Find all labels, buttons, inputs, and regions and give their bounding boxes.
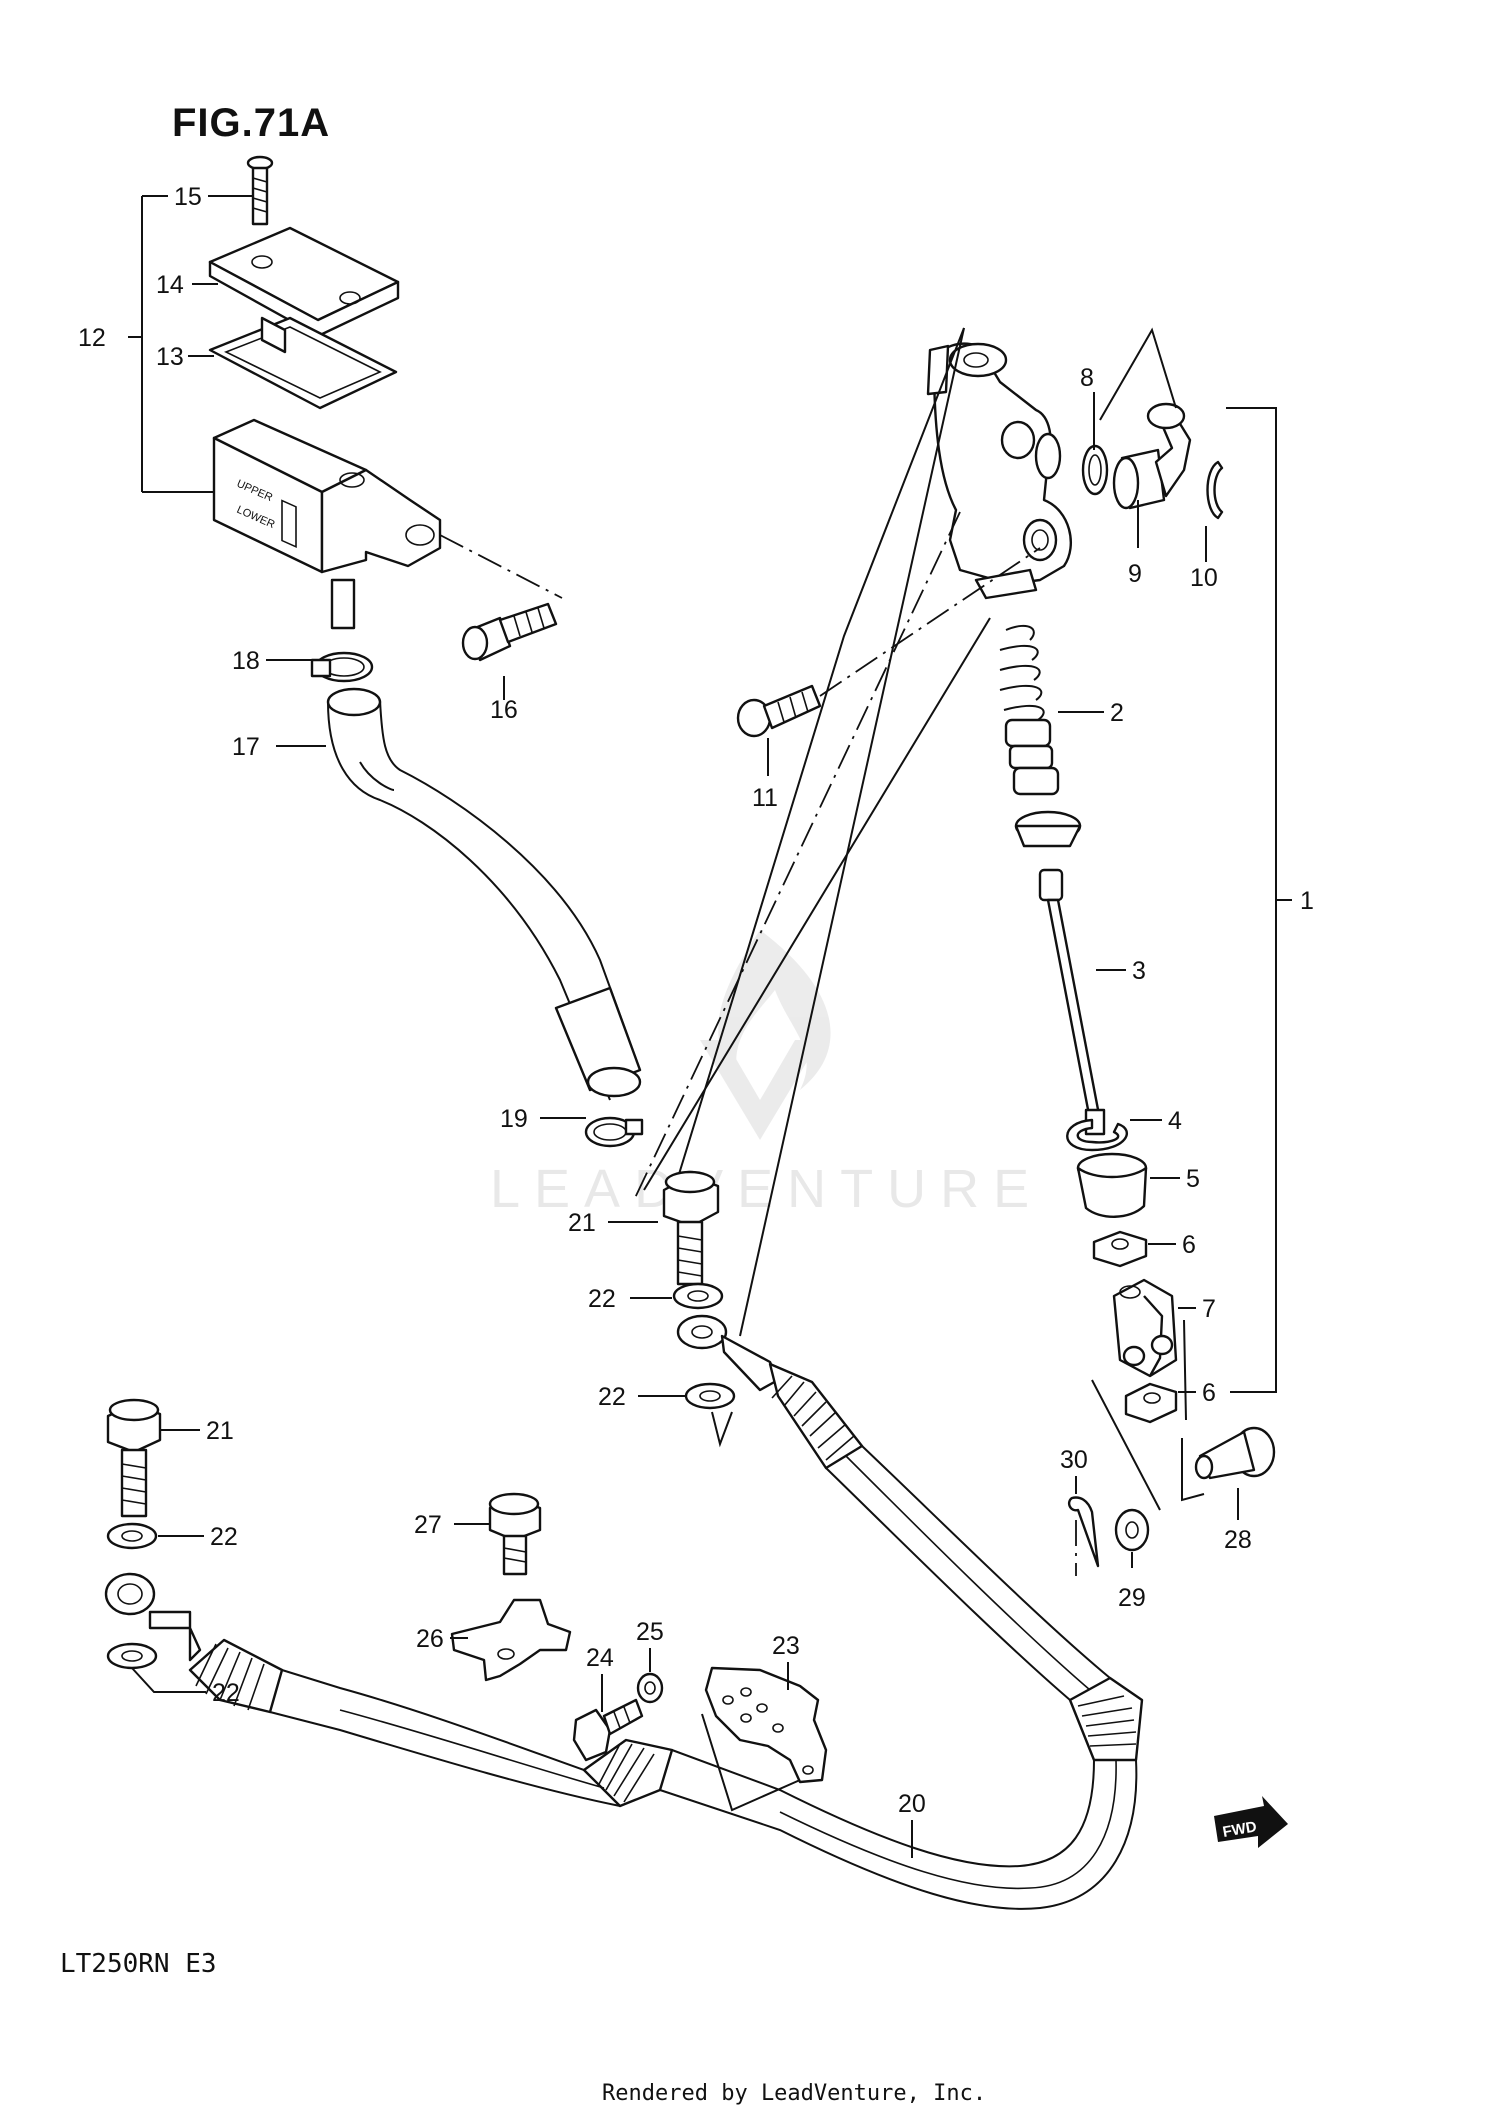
callout-6-lower: 6 <box>1202 1379 1216 1407</box>
washer-22-c <box>106 1522 158 1550</box>
nut-6-upper <box>1092 1230 1148 1268</box>
hose-clamp-26 <box>450 1598 572 1682</box>
callout-9: 9 <box>1128 560 1142 588</box>
o-ring-8 <box>1081 444 1109 496</box>
callout-24: 24 <box>586 1644 614 1672</box>
bolt-27 <box>488 1492 542 1576</box>
callout-3: 3 <box>1132 957 1146 985</box>
callout-8: 8 <box>1080 364 1094 392</box>
hose-clamp-19 <box>584 1116 644 1148</box>
callout-19: 19 <box>500 1105 528 1133</box>
callout-labels: 15 14 13 12 18 16 17 8 9 10 11 2 1 3 19 … <box>78 183 1314 1818</box>
clevis-7 <box>1112 1278 1178 1378</box>
master-cylinder-body <box>926 342 1072 600</box>
bolt-24 <box>572 1698 644 1762</box>
callout-16: 16 <box>490 696 518 724</box>
callout-22-c: 22 <box>210 1523 238 1551</box>
callout-21-upper: 21 <box>568 1209 596 1237</box>
callout-26: 26 <box>416 1625 444 1653</box>
screw-15 <box>246 155 274 226</box>
leadventure-watermark: LEADVENTURE <box>490 930 1043 1219</box>
washer-29 <box>1114 1508 1150 1552</box>
callout-28: 28 <box>1224 1526 1252 1554</box>
callout-27: 27 <box>414 1511 442 1539</box>
callout-22-a: 22 <box>588 1285 616 1313</box>
hose-17 <box>326 687 642 1101</box>
callout-20: 20 <box>898 1790 926 1818</box>
snap-ring-10 <box>1206 460 1224 520</box>
union-bolt-21-left <box>106 1398 162 1518</box>
callout-4: 4 <box>1168 1107 1182 1135</box>
callout-30: 30 <box>1060 1446 1088 1474</box>
piston-spring-2 <box>999 624 1082 848</box>
callout-11: 11 <box>752 784 778 812</box>
callout-17: 17 <box>232 733 260 761</box>
brake-hose-20 <box>104 1314 1144 1910</box>
callout-13: 13 <box>156 343 184 371</box>
push-rod-3 <box>1038 868 1106 1136</box>
circlip-4 <box>1066 1118 1128 1152</box>
clevis-pin-28 <box>1194 1426 1276 1480</box>
lock-washer-25 <box>636 1672 664 1704</box>
model-code: LT250RN E3 <box>60 1949 217 1979</box>
callout-14: 14 <box>156 271 184 299</box>
watermark-text: LEADVENTURE <box>490 1159 1043 1219</box>
callout-7: 7 <box>1202 1295 1216 1323</box>
callout-1: 1 <box>1300 887 1314 915</box>
forward-arrow-icon: FWD <box>1214 1796 1288 1848</box>
callout-6-upper: 6 <box>1182 1231 1196 1259</box>
callout-23: 23 <box>772 1632 800 1660</box>
bolt-16 <box>461 602 558 662</box>
callout-18: 18 <box>232 647 260 675</box>
elbow-fitting-9 <box>1112 402 1192 510</box>
union-bolt-21-upper <box>662 1170 720 1286</box>
callout-21-left: 21 <box>206 1417 234 1445</box>
callout-15: 15 <box>174 183 202 211</box>
washer-22-d <box>106 1642 158 1670</box>
reservoir-cap-14 <box>208 226 400 338</box>
callout-12: 12 <box>78 324 106 352</box>
callout-5: 5 <box>1186 1165 1200 1193</box>
callout-2: 2 <box>1110 699 1124 727</box>
callout-10: 10 <box>1190 564 1218 592</box>
bolt-11 <box>736 684 822 738</box>
hose-bracket-23 <box>704 1666 828 1784</box>
callout-22-b: 22 <box>598 1383 626 1411</box>
reservoir-assembly: UPPER LOWER <box>128 155 442 630</box>
footer-credit: Rendered by LeadVenture, Inc. <box>602 2081 986 2106</box>
hose-clamp-18 <box>310 651 374 683</box>
nut-6-lower <box>1124 1382 1178 1424</box>
reservoir-body: UPPER LOWER <box>212 418 442 630</box>
figure-title: FIG.71A <box>172 101 330 145</box>
washer-22-a <box>672 1282 724 1310</box>
washer-22-b <box>684 1382 736 1410</box>
callout-29: 29 <box>1118 1584 1146 1612</box>
fwd-label: FWD <box>1221 1818 1258 1841</box>
cotter-pin-30 <box>1067 1496 1100 1568</box>
boot-5 <box>1076 1152 1148 1218</box>
diaphragm-13 <box>208 316 398 410</box>
callout-22-d: 22 <box>212 1679 240 1707</box>
callout-25: 25 <box>636 1618 664 1646</box>
